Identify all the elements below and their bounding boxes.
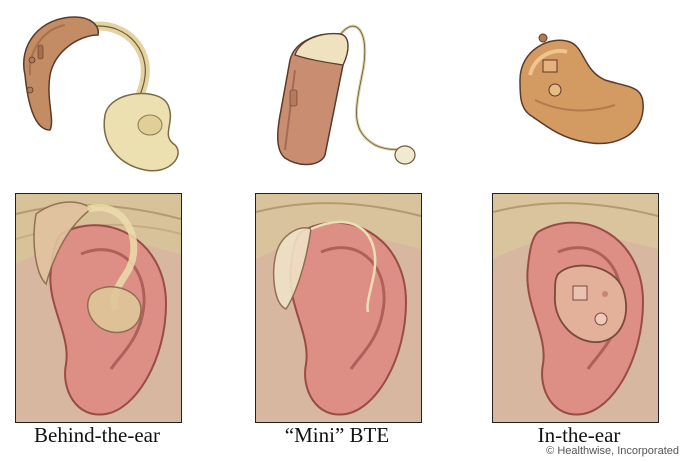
ite-ear-photo xyxy=(492,193,659,423)
caption-behind-the-ear: Behind-the-ear xyxy=(34,423,160,448)
caption-mini-bte: “Mini” BTE xyxy=(285,423,389,448)
ite-device-illustration xyxy=(505,30,655,160)
mini-bte-ear-photo xyxy=(255,193,422,423)
copyright-credit: © Healthwise, Incorporated xyxy=(546,445,679,457)
bte-ear-photo xyxy=(15,193,182,423)
mini-bte-device-illustration xyxy=(255,10,435,180)
bte-device-illustration xyxy=(10,5,210,180)
